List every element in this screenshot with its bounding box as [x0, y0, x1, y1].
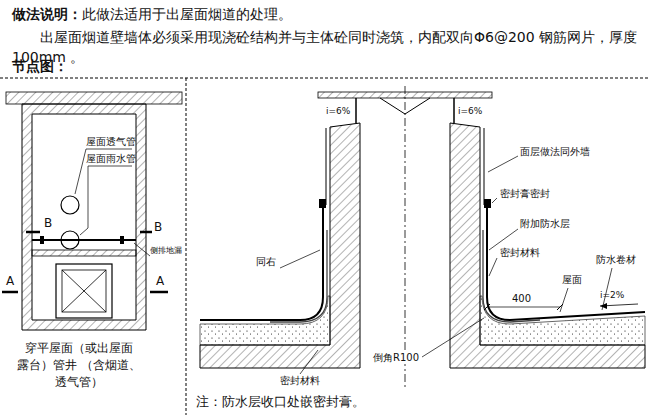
leader-line	[422, 318, 484, 357]
frame-line	[186, 78, 187, 415]
leader-line	[134, 243, 150, 256]
waterproof-membrane	[487, 206, 645, 320]
leader-line	[602, 268, 612, 310]
leader-line	[560, 288, 568, 312]
callout-label: 密封膏密封	[500, 188, 550, 200]
flue-cross	[62, 270, 106, 312]
slope-label: i=6%	[458, 106, 482, 117]
slope-label: i=6%	[326, 106, 350, 117]
section-mark: B	[154, 220, 162, 234]
dimension-line	[487, 307, 560, 308]
callout-label: 同右	[256, 256, 276, 268]
section-heading: 节点图：	[12, 58, 68, 75]
section-mark-line	[140, 231, 152, 234]
callout-label: 密封材料	[500, 247, 540, 259]
pipe-flange	[120, 236, 124, 244]
roof-edge	[6, 92, 182, 104]
flue-box	[56, 264, 112, 318]
extra-membrane	[483, 230, 540, 322]
shaft-wall	[22, 104, 146, 330]
callout-label: 屋面透气管	[86, 136, 136, 147]
drawing-caption: 穿平屋面（或出屋面 露台）管井 （含烟道、透气管）	[12, 340, 146, 390]
section-mark: B	[44, 216, 52, 230]
leader-line	[489, 229, 518, 250]
spec-text: 出屋面烟道壁墙体必须采用现浇砼结构并与主体砼同时浇筑，内配双向Φ6@200 钢筋…	[12, 27, 638, 68]
sealant	[484, 199, 491, 208]
dimension: 400	[512, 293, 531, 305]
callout-label: 附加防水层	[520, 218, 570, 230]
dimension-tick	[484, 304, 490, 310]
vent-pipe	[61, 196, 79, 214]
finish-layer	[484, 128, 485, 205]
leader-line	[489, 258, 497, 276]
callout-label: 屋面	[562, 274, 582, 286]
callout-label: 防水卷材	[596, 254, 636, 266]
callout-label: 面层做法同外墙	[520, 146, 590, 158]
section-mark-line	[26, 231, 40, 234]
footnote: 注：防水层收口处嵌密封膏。	[196, 394, 365, 410]
leader-line	[492, 198, 497, 203]
finish-layer	[326, 128, 327, 205]
leader-line	[80, 166, 132, 235]
extra-membrane	[270, 230, 327, 322]
section-mark: A	[156, 274, 164, 288]
slope-label: i=2%	[600, 290, 624, 301]
concrete-wall	[200, 123, 360, 368]
flue-cross	[62, 270, 106, 312]
callout-label: 密封材料	[280, 375, 320, 387]
leader-line	[280, 250, 320, 268]
flue-box	[62, 270, 106, 312]
frame-line	[0, 78, 648, 79]
partition-wall	[32, 250, 136, 256]
note-text: 此做法适用于出屋面烟道的处理。	[82, 6, 292, 23]
center-line	[405, 86, 406, 388]
cap-post	[453, 98, 455, 123]
section-mark: A	[6, 274, 14, 288]
leader-line	[488, 156, 518, 172]
concrete-wall	[450, 123, 645, 368]
waterproof-membrane	[200, 206, 323, 320]
pipe-flange	[40, 236, 44, 244]
section-mark-line	[150, 291, 168, 294]
callout-label: 侧排地漏	[150, 246, 182, 256]
leader-line	[300, 350, 318, 374]
section-mark-line	[2, 291, 18, 294]
cap-post	[355, 98, 357, 123]
sealant	[319, 199, 326, 208]
callout-label: 屋面雨水管	[86, 153, 136, 164]
note-heading: 做法说明：	[12, 6, 82, 23]
callout-label: 倒角R100	[372, 352, 420, 364]
